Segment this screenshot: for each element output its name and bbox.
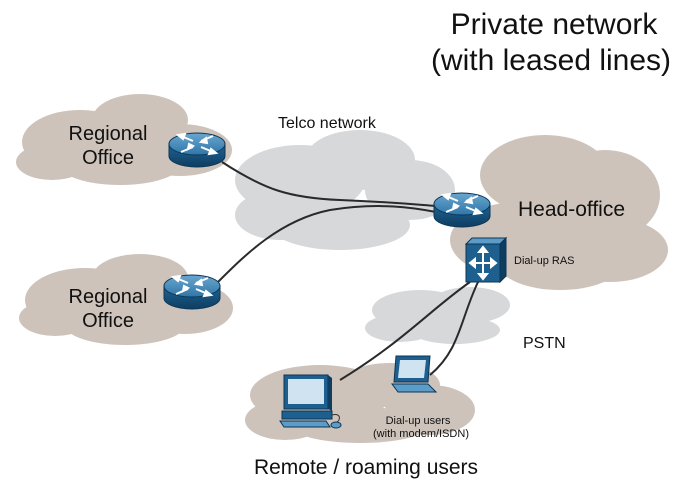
cloud-pstn xyxy=(365,287,510,344)
link-regional-top-to-head xyxy=(221,161,437,207)
link-ras-to-desktop xyxy=(339,281,471,381)
diagram-title-line-1: Private network xyxy=(451,8,659,41)
head-office-label: Head-office xyxy=(518,198,625,221)
router-icon xyxy=(163,274,221,310)
telco-network-label: Telco network xyxy=(278,115,377,132)
dialup-ras-label: Dial-up RAS xyxy=(514,255,575,267)
link-regional-bottom-to-head xyxy=(217,205,437,283)
network-links xyxy=(217,161,479,381)
regional-office-top-label-1: Regional xyxy=(69,123,148,145)
dialup-users-label-2: (with modem/ISDN) xyxy=(373,428,469,440)
pstn-label: PSTN xyxy=(523,335,566,352)
cloud-telco-network xyxy=(235,130,455,250)
diagram-title-line-2: (with leased lines) xyxy=(431,44,671,77)
regional-office-bottom-label-2: Office xyxy=(82,310,134,332)
link-ras-to-laptop xyxy=(429,281,479,376)
desktop-computer-icon xyxy=(279,374,342,429)
laptop-icon xyxy=(391,355,438,393)
dialup-users-label-1: Dial-up users xyxy=(386,415,451,427)
regional-office-bottom-label-1: Regional xyxy=(69,286,148,308)
router-icon xyxy=(433,192,491,228)
router-icon xyxy=(168,132,226,168)
remote-roaming-users-label: Remote / roaming users xyxy=(254,456,478,479)
ras-switch-icon xyxy=(464,236,508,284)
regional-office-top-label-2: Office xyxy=(82,147,134,169)
